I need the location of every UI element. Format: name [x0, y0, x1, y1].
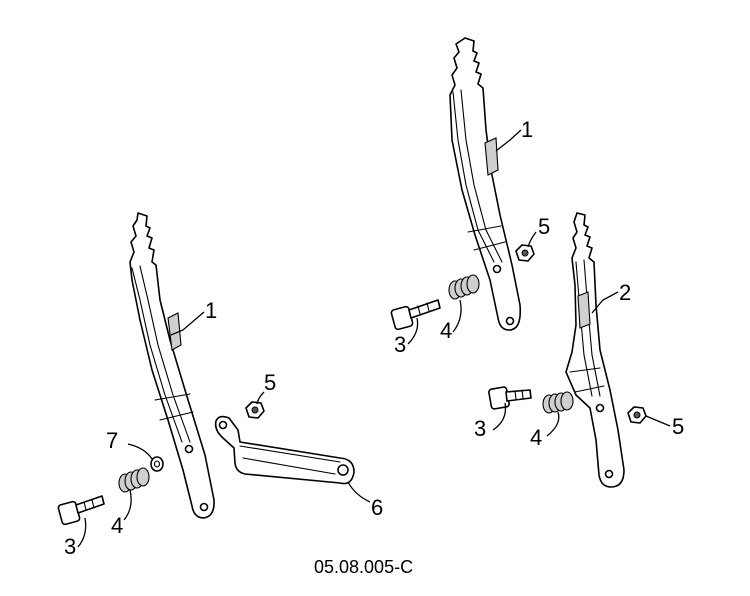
- callout-5-mid: 5: [538, 214, 550, 239]
- spring-mid: [448, 274, 480, 300]
- bolt-left: [57, 495, 105, 526]
- leader-lines: [77, 129, 671, 548]
- bolt-mid: [390, 299, 441, 331]
- callout-4-mid: 4: [440, 318, 452, 343]
- adjuster-rail-right: [449, 37, 522, 331]
- callout-6: 6: [371, 495, 383, 520]
- callout-1-left: 1: [205, 298, 217, 323]
- spring-left: [118, 467, 150, 493]
- spring-right: [542, 391, 574, 414]
- callout-3-left: 3: [64, 534, 76, 559]
- callout-5-left: 5: [264, 370, 276, 395]
- bolt-right: [488, 386, 532, 410]
- figure-code: 05.08.005-C: [314, 557, 413, 577]
- cross-bar: [214, 415, 355, 485]
- callouts: 1 1 2 3 3 3 4 4 4 5 5 5 6 7: [64, 117, 684, 559]
- adjuster-rail-left: [129, 212, 215, 519]
- nut-left: [245, 401, 265, 419]
- callout-3-right: 3: [474, 416, 486, 441]
- nut-mid: [515, 244, 535, 262]
- callout-5-right: 5: [672, 414, 684, 439]
- callout-4-left: 4: [111, 513, 123, 538]
- callout-4-right: 4: [530, 425, 542, 450]
- washer: [150, 456, 164, 472]
- adjuster-rail-lower: [565, 212, 625, 488]
- callout-7: 7: [106, 428, 118, 453]
- callout-2: 2: [619, 280, 631, 305]
- callout-3-mid: 3: [394, 332, 406, 357]
- callout-1-right: 1: [521, 117, 533, 142]
- nut-right: [627, 406, 647, 424]
